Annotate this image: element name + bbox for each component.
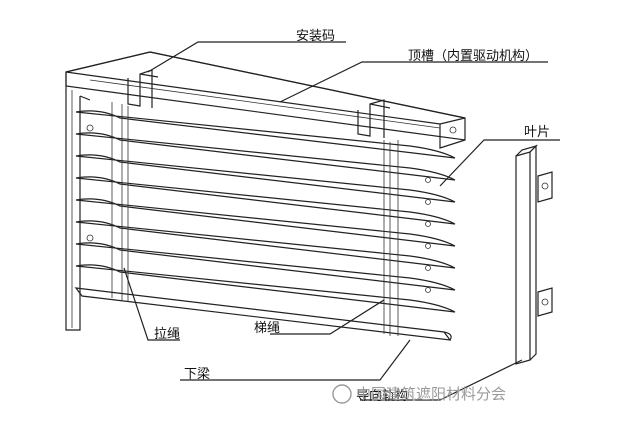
left-side-frame — [65, 86, 91, 331]
watermark-logo-icon — [332, 384, 352, 404]
mounting-bracket-right — [357, 99, 391, 138]
mounting-bracket-left — [127, 69, 159, 108]
ladder-cords — [111, 102, 399, 336]
top-rail — [65, 51, 466, 149]
label-slat: 叶片 — [524, 125, 550, 140]
guide-rail — [515, 144, 553, 365]
label-lift-cord: 拉绳 — [154, 327, 180, 342]
lift-cords — [121, 104, 391, 336]
label-top-rail: 顶槽（内置驱动机构） — [408, 48, 538, 64]
slats — [75, 110, 456, 313]
label-guide-rail: 导向轨构 — [356, 388, 408, 404]
watermark-text: 中国建筑遮阳材料分会 — [356, 385, 506, 403]
bottom-rail — [74, 287, 452, 341]
watermark: 中国建筑遮阳材料分会 — [332, 384, 506, 404]
label-bottom-rail: 下梁 — [184, 367, 210, 382]
label-ladder-cord: 梯绳 — [254, 321, 280, 336]
leader-lines — [123, 41, 560, 401]
label-mounting-code: 安装码 — [296, 29, 335, 44]
